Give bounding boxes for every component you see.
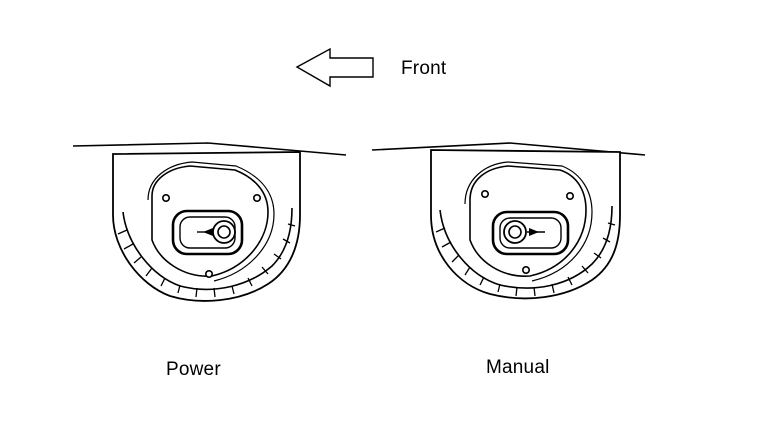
power-mirror-view (72, 142, 347, 302)
front-direction-label: Front (401, 58, 447, 79)
manual-view-label: Manual (486, 357, 550, 378)
mirror-housing-icon (112, 151, 301, 302)
manual-mirror-view (371, 142, 646, 300)
door-edge-line (72, 142, 347, 156)
mirror-housing-icon (430, 149, 621, 300)
power-view-label: Power (166, 359, 221, 380)
left-arrow-icon (295, 47, 374, 88)
